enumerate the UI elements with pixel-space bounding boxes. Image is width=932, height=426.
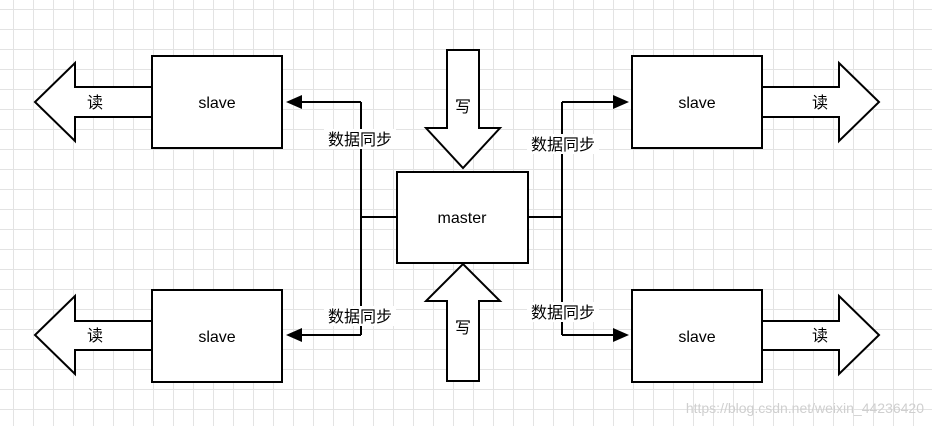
- master-box: [396, 171, 529, 264]
- read-arrow-top-left: [33, 60, 153, 144]
- slave-box-bottom-right: [631, 289, 763, 383]
- slave-box-bottom-left: [151, 289, 283, 383]
- master-label: master: [438, 210, 488, 227]
- read-arrow-top-right: [761, 60, 881, 144]
- write-label-bottom: 写: [455, 318, 471, 337]
- write-arrow-top: [423, 49, 503, 170]
- read-label-top-left: 读: [87, 93, 103, 112]
- sync-connector-right: [528, 95, 629, 342]
- sync-label-bg-bottom-right: [527, 302, 599, 322]
- read-label-bottom-right: 读: [812, 326, 828, 345]
- watermark-text: https://blog.csdn.net/weixin_44236420: [686, 400, 924, 416]
- sync-label-top-right: 数据同步: [531, 135, 595, 154]
- write-arrow-bottom: [423, 262, 503, 382]
- sync-label-bg-top-left: [324, 129, 396, 149]
- sync-label-bg-bottom-left: [324, 306, 396, 326]
- sync-label-top-left: 数据同步: [328, 130, 392, 149]
- slave-label-bottom-left: slave: [198, 329, 235, 346]
- sync-arrowhead-top-left: [286, 95, 302, 109]
- slave-box-top-left: [151, 55, 283, 149]
- sync-arrowhead-bottom-right: [613, 328, 629, 342]
- write-label-top: 写: [455, 97, 471, 116]
- sync-label-bottom-left: 数据同步: [328, 307, 392, 326]
- slave-box-top-right: [631, 55, 763, 149]
- sync-arrowhead-top-right: [613, 95, 629, 109]
- read-label-bottom-left: 读: [87, 326, 103, 345]
- sync-label-bottom-right: 数据同步: [531, 303, 595, 322]
- sync-arrowhead-bottom-left: [286, 328, 302, 342]
- sync-label-bg-top-right: [527, 134, 599, 154]
- read-label-top-right: 读: [812, 93, 828, 112]
- read-arrow-bottom-left: [33, 293, 153, 377]
- slave-label-bottom-right: slave: [678, 329, 715, 346]
- slave-label-top-left: slave: [198, 95, 235, 112]
- read-arrow-bottom-right: [761, 293, 881, 377]
- slave-label-top-right: slave: [678, 95, 715, 112]
